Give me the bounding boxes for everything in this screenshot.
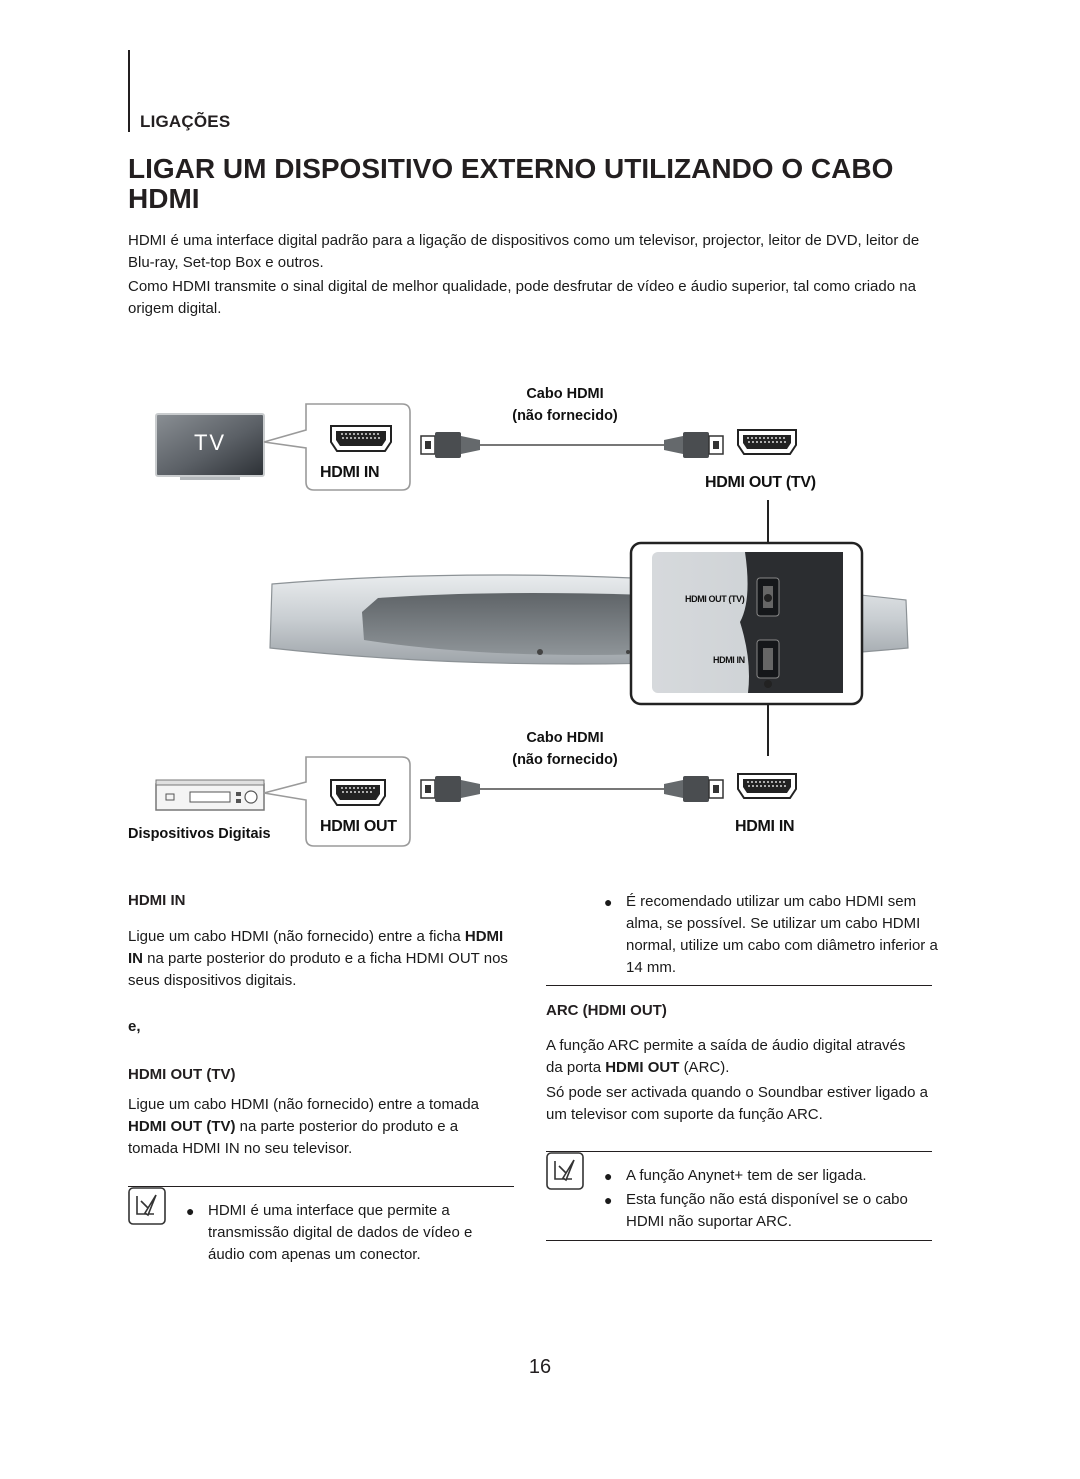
note-pencil-icon [546, 1152, 584, 1190]
hdmi-out-tv-paragraph: Ligue um cabo HDMI (não fornecido) entre… [128, 1094, 508, 1160]
note-pencil-icon [128, 1187, 166, 1225]
list-item: ● Esta função não está disponível se o c… [604, 1189, 934, 1233]
list-item: ● A função Anynet+ tem de ser ligada. [604, 1165, 934, 1187]
recommendation-bullet-text: É recomendado utilizar um cabo HDMI sem … [626, 893, 938, 976]
tv-hdmi-in-label: HDMI IN [320, 464, 380, 481]
note-rule-bottom [546, 1240, 932, 1241]
hdmi-port-icon [737, 773, 797, 799]
arc-heading: ARC (HDMI OUT) [546, 1002, 667, 1019]
intro-paragraph-1: HDMI é uma interface digital padrão para… [128, 232, 920, 271]
panel-hdmi-out-label: HDMI OUT (TV) [685, 594, 745, 604]
and-connector: e, [128, 1018, 141, 1035]
page-number: 16 [528, 1356, 552, 1378]
digital-devices-label: Dispositivos Digitais [128, 826, 271, 842]
tv-icon [155, 413, 265, 480]
note-rule [128, 1186, 514, 1187]
intro-paragraph-2: Como HDMI transmite o sinal digital de m… [128, 278, 916, 317]
hdmi-plug-icon [420, 432, 480, 458]
hdmi-out-tv-heading: HDMI OUT (TV) [128, 1066, 236, 1083]
arc-p1-before: A função ARC permite a saída de áudio di… [546, 1037, 906, 1076]
note-rule [546, 1151, 932, 1152]
hdmi-port-icon [330, 425, 392, 452]
hdmi-in-heading: HDMI IN [128, 892, 186, 909]
section-rule [128, 50, 130, 132]
note-bullet-text: HDMI é uma interface que permite a trans… [208, 1202, 473, 1263]
list-item: ● HDMI é uma interface que permite a tra… [186, 1200, 486, 1266]
diagram-graphics [155, 403, 909, 847]
arc-note-bullet-1: A função Anynet+ tem de ser ligada. [626, 1167, 867, 1184]
arc-note-bullet-2: Esta função não está disponível se o cab… [626, 1191, 908, 1230]
arc-paragraph-1: A função ARC permite a saída de áudio di… [546, 1035, 926, 1079]
section-label: LIGAÇÕES [140, 112, 231, 131]
bullet-dot: ● [604, 894, 613, 910]
arc-p1-after: (ARC). [683, 1059, 730, 1076]
list-item: ● É recomendado utilizar um cabo HDMI se… [604, 891, 944, 979]
bullet-dot: ● [186, 1203, 195, 1219]
hdmi-in-text-after: na parte posterior do produto e a ficha … [128, 950, 508, 989]
arc-paragraph-2: Só pode ser activada quando o Soundbar e… [546, 1084, 928, 1123]
hdmi-port-icon [737, 429, 797, 455]
hdmi-in-text-before: Ligue um cabo HDMI (não fornecido) entre… [128, 928, 461, 945]
connection-diagram: TV Cabo HDMI (não fornecido) HDMI IN HDM… [0, 380, 1080, 860]
device-hdmi-out-label: HDMI OUT [320, 818, 397, 835]
media-player-icon [155, 779, 265, 811]
top-cable-label-line2: (não fornecido) [512, 408, 618, 424]
hdmi-port-icon [330, 779, 386, 806]
hdmi-out-bold: HDMI OUT (TV) [128, 1118, 236, 1135]
hdmi-plug-icon [664, 776, 724, 802]
hdmi-port-icon [756, 639, 780, 679]
section-rule-arc [546, 985, 932, 986]
hdmi-out-text-before: Ligue um cabo HDMI (não fornecido) entre… [128, 1096, 480, 1113]
bottom-cable-label-line2: (não fornecido) [512, 752, 618, 768]
hdmi-out-text-after: na parte posterior do produto e a tomada… [128, 1118, 459, 1157]
hdmi-plug-icon [420, 776, 480, 802]
bullet-dot: ● [604, 1192, 613, 1208]
soundbar-hdmi-out-tv-label: HDMI OUT (TV) [705, 474, 816, 491]
panel-hdmi-in-label: HDMI IN [713, 655, 745, 665]
bottom-cable-label-line1: Cabo HDMI [526, 730, 604, 746]
hdmi-plug-icon [664, 432, 724, 458]
arc-p1-bold: HDMI OUT [605, 1059, 680, 1076]
top-cable-label-line1: Cabo HDMI [526, 386, 604, 402]
page-title: LIGAR UM DISPOSITIVO EXTERNO UTILIZANDO … [128, 153, 894, 214]
bullet-dot: ● [604, 1168, 613, 1184]
hdmi-in-bold: HDMI IN [128, 928, 504, 967]
hdmi-in-paragraph: Ligue um cabo HDMI (não fornecido) entre… [128, 926, 508, 992]
tv-label: TV [193, 430, 227, 455]
soundbar-hdmi-in-label: HDMI IN [735, 818, 795, 835]
